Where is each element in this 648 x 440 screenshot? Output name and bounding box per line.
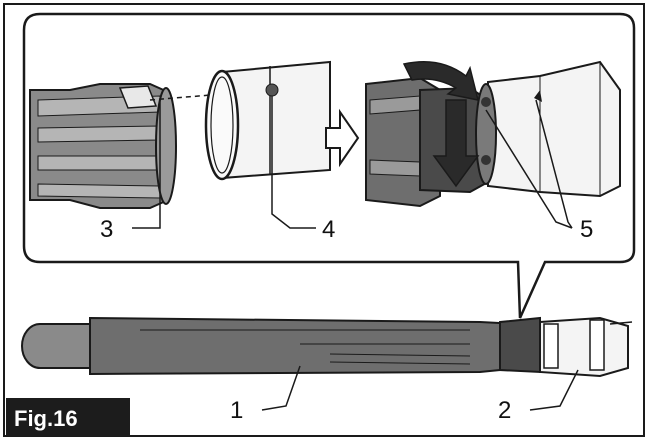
figure-label: Fig.16 bbox=[14, 406, 78, 431]
coupling-ring-detail bbox=[204, 60, 331, 181]
leader-line-4 bbox=[271, 96, 316, 229]
direction-arrow-icon bbox=[325, 108, 360, 168]
figure-label-badge bbox=[6, 398, 130, 436]
leader-line-1 bbox=[261, 365, 301, 411]
assembled-coupling-detail bbox=[365, 60, 621, 208]
leader-line-5b bbox=[535, 99, 573, 229]
callout-5: 5 bbox=[580, 216, 593, 243]
blower-pipe bbox=[21, 316, 633, 378]
leader-line-2 bbox=[529, 369, 579, 411]
nozzle-end-detail bbox=[29, 83, 177, 209]
leader-line-3 bbox=[132, 100, 161, 229]
callout-2: 2 bbox=[498, 397, 511, 424]
callout-3: 3 bbox=[100, 216, 113, 243]
rotate-arrow-icon bbox=[402, 61, 480, 188]
leader-line-5a bbox=[485, 109, 573, 229]
callout-1: 1 bbox=[230, 397, 243, 424]
callout-4: 4 bbox=[322, 216, 335, 243]
